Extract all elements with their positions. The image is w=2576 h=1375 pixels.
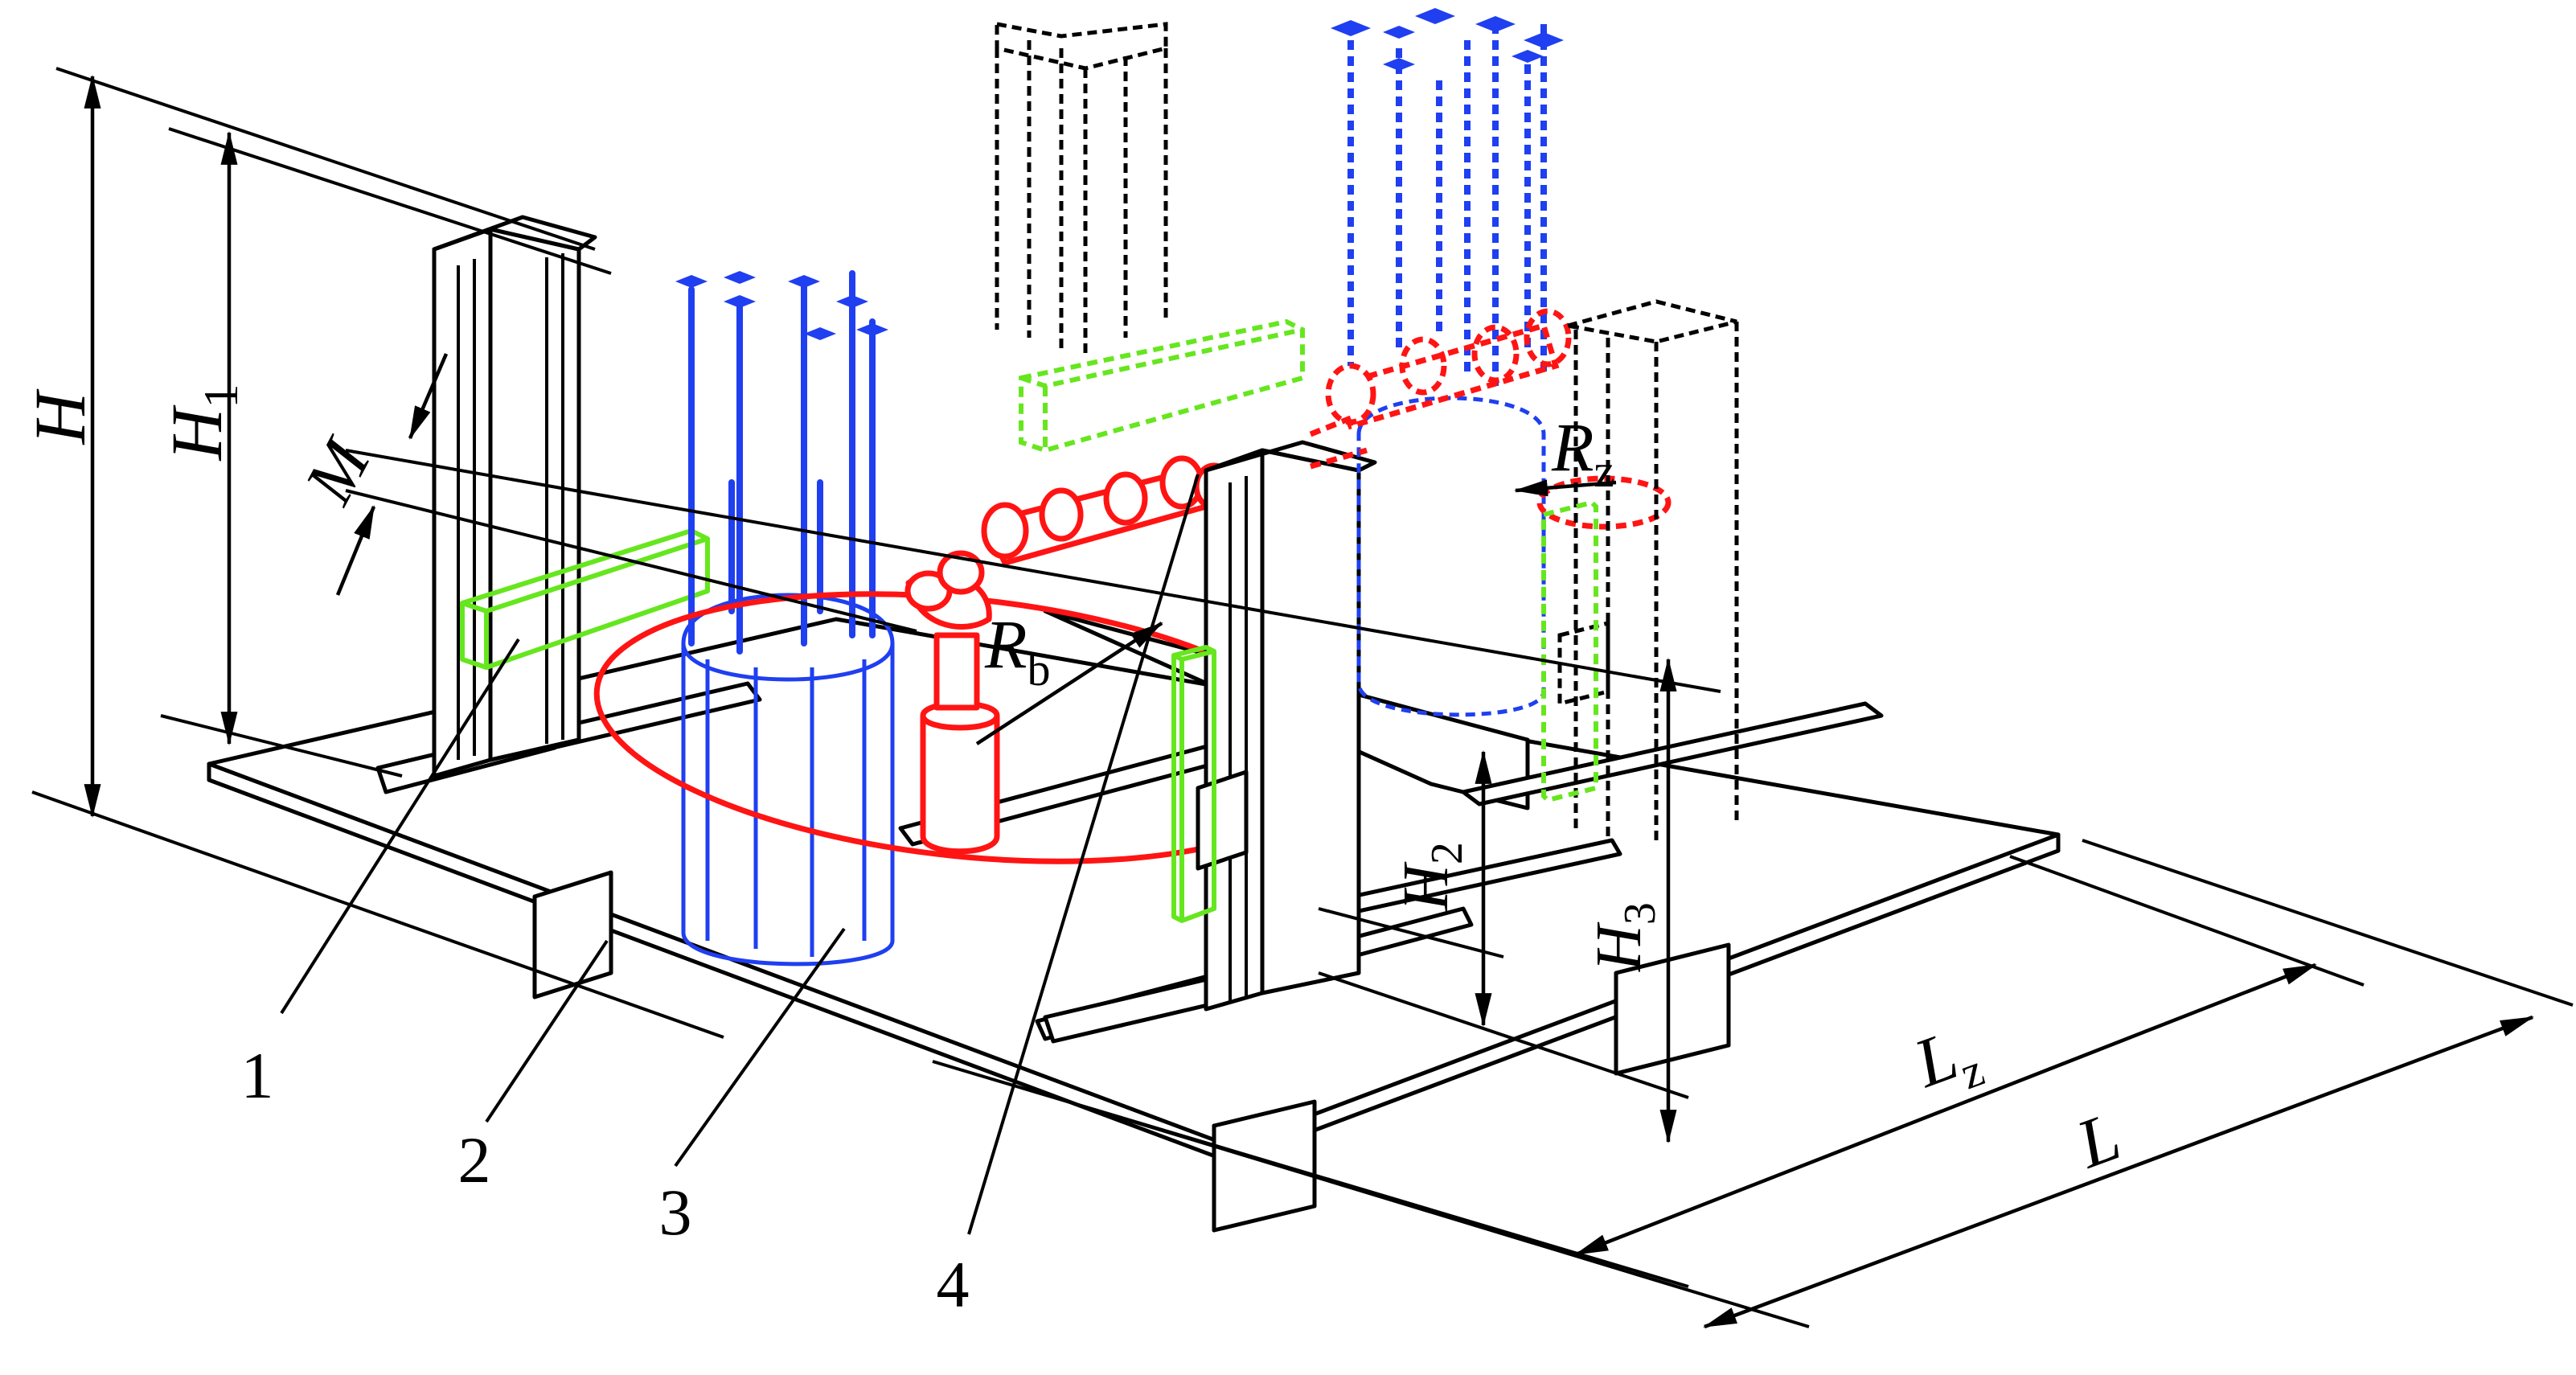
centre-gripper [1171,645,1216,923]
label-main: L [2065,1097,2130,1183]
dimension-label-L: L [2065,1097,2130,1183]
callout-3: 3 [659,1176,692,1249]
dimension-label-M: M [289,425,386,516]
parked-column-right [1541,299,1739,844]
centre-gantry-column [1043,440,1377,1044]
svg-text:Rb: Rb [984,605,1051,696]
label-sub: 3 [1615,902,1665,925]
label-sub: 2 [1422,842,1472,864]
callout-2: 2 [458,1123,491,1196]
dimension-label-H1: H1 [158,384,248,462]
label-sub: b [1028,643,1051,696]
label-main: H [158,404,237,462]
parked-column-left [995,21,1168,354]
svg-text:H2: H2 [1391,842,1472,912]
label-main: M [289,425,386,516]
left-gantry-column [375,215,597,794]
dimension-label-Rb: Rb [984,605,1051,696]
dimension-label-H3: H3 [1584,902,1665,972]
rz-reach-circle [1536,475,1672,530]
dimension-lines [31,67,2574,1329]
dimension-label-H: H [21,388,100,445]
label-main: H [21,388,100,445]
label-sub: z [1594,445,1615,497]
pipe-rack-solid [675,270,895,967]
svg-text:L: L [2065,1097,2130,1183]
parked-gripper [1019,318,1305,454]
svg-text:H: H [21,388,100,445]
manipulator-solid [904,455,1235,855]
callout-4: 4 [937,1248,970,1321]
svg-text:H3: H3 [1584,902,1665,972]
label-main: H [1391,861,1462,912]
svg-text:Rz: Rz [1551,408,1614,497]
label-main: R [984,605,1028,683]
label-main: H [1584,921,1655,972]
svg-text:H1: H1 [158,384,248,462]
label-sub: 1 [195,384,248,408]
manipulator-dashed [1309,308,1572,470]
label-main: R [1551,408,1594,486]
pipe-rack-dashed [1331,8,1564,717]
dimension-label-Rz: Rz [1551,408,1614,497]
callout-1: 1 [241,1039,274,1112]
dimension-label-H2: H2 [1391,842,1472,912]
svg-text:M: M [289,425,386,516]
